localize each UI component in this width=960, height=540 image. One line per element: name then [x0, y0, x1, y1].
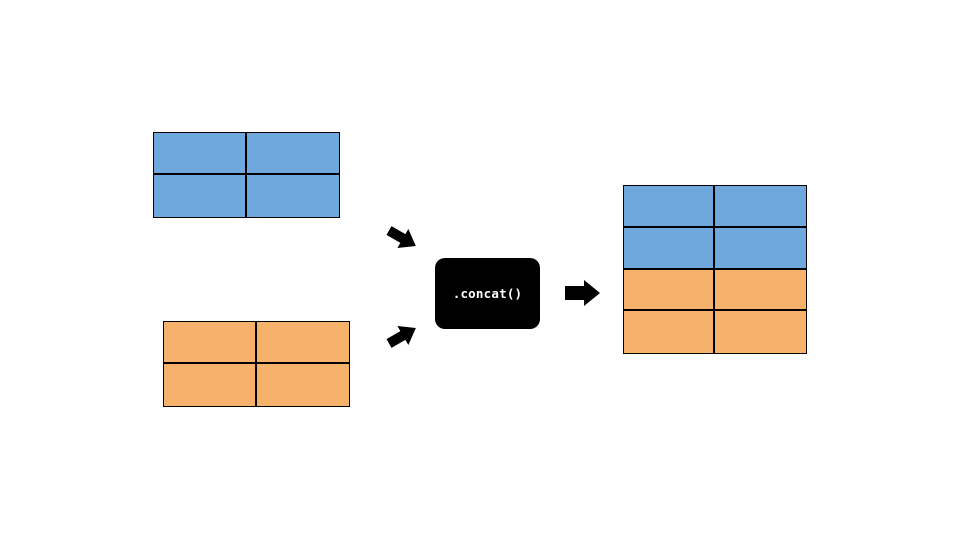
table-cell: [624, 311, 715, 353]
table-cell: [164, 322, 257, 364]
input-table-top: [153, 132, 340, 218]
output-table: [623, 185, 807, 354]
table-cell: [715, 269, 806, 312]
table-cell: [624, 269, 715, 312]
table-cell: [256, 364, 349, 406]
table-cell: [624, 186, 715, 228]
arrow-down-right-icon: [386, 226, 416, 249]
table-cell: [715, 186, 806, 228]
function-label: .concat(): [452, 286, 523, 301]
concat-function-box: .concat(): [435, 258, 540, 329]
arrow-up-right-icon: [386, 325, 416, 348]
table-cell: [256, 322, 349, 364]
table-cell: [715, 227, 806, 270]
table-cell: [154, 175, 247, 217]
arrow-right-icon: [565, 280, 600, 306]
table-cell: [624, 227, 715, 270]
table-cell: [164, 364, 257, 406]
table-cell: [246, 175, 339, 217]
table-cell: [246, 133, 339, 175]
table-cell: [154, 133, 247, 175]
table-cell: [715, 311, 806, 353]
input-table-bottom: [163, 321, 350, 407]
